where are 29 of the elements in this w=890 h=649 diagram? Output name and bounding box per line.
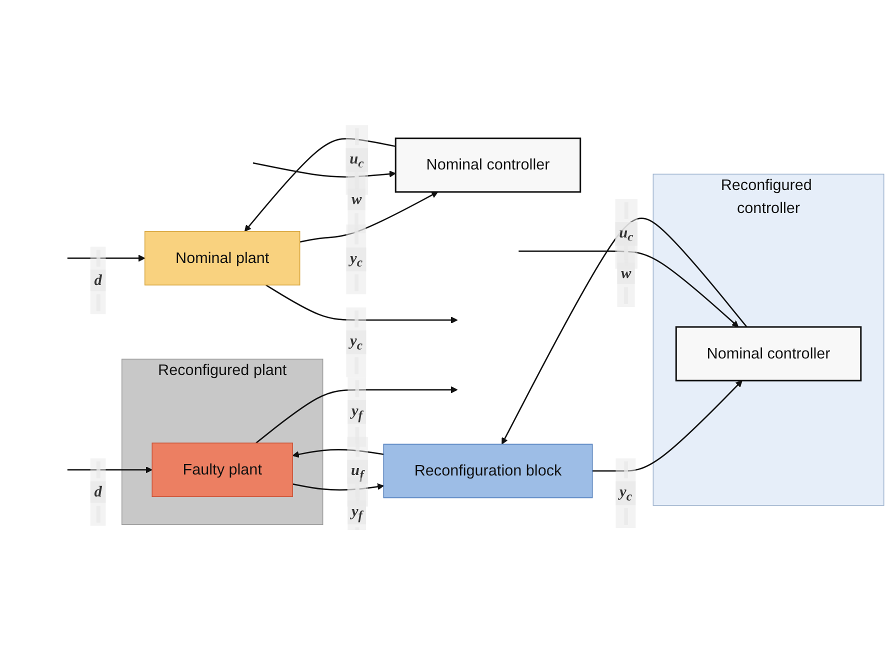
arrow [502,217,748,444]
edge-label: u$_{c}$ [350,150,364,170]
edge-label: y$_{f}$ [351,402,363,422]
arrow [300,191,438,242]
edge-label: y$_{c}$ [350,249,363,270]
arrow [518,250,739,327]
arrow [252,162,396,178]
edge-label: u$_{c}$ [619,224,634,244]
node-box: Reconfiguration block [383,443,593,498]
edge-label: y$_{c}$ [350,332,363,352]
arrow [292,482,384,490]
arrow [292,448,384,458]
arrow [67,254,146,262]
edge-label: w [352,190,362,208]
arrow [592,380,742,472]
edge-label: y$_{c}$ [620,483,632,504]
edge-label: d [94,483,102,500]
node-box: Nominal plant [144,230,300,286]
edge-label: y$_{f}$ [351,502,363,522]
arrow [244,138,396,232]
node-box: Nominal controller [394,137,582,192]
arrow [67,466,152,473]
edge-label: w [621,264,632,282]
node-box: Faulty plant [152,442,293,497]
arrow [266,284,458,324]
node-box: Nominal controller [675,326,862,381]
arrow [256,386,458,444]
edge-label: u$_{f}$ [351,462,364,482]
edge-label: d [94,272,102,288]
